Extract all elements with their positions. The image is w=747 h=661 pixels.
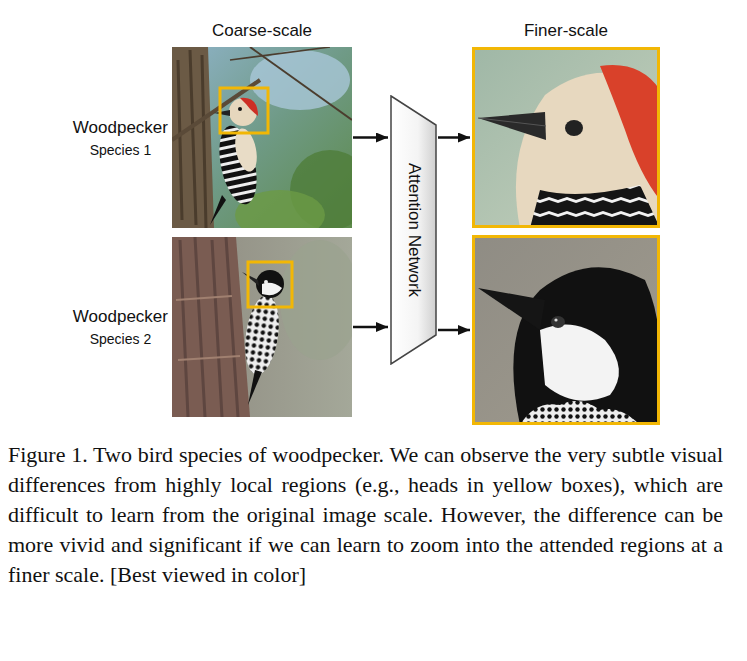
class-name: Woodpecker: [73, 116, 168, 140]
flow-arrow: [438, 329, 470, 332]
flow-arrow: [353, 326, 388, 329]
species-label: WoodpeckerSpecies 1: [73, 116, 168, 160]
column-heading: Finer-scale: [524, 21, 608, 41]
species-name: Species 1: [73, 140, 168, 160]
image-panel: [472, 235, 660, 425]
image-panel: WoodpeckerSpecies 1: [172, 47, 352, 228]
column-heading: Coarse-scale: [212, 21, 312, 41]
network-name: Attention Network: [404, 163, 424, 297]
image-panel: [472, 47, 660, 228]
network-block: Attention Network: [390, 95, 437, 365]
trapezoid-outline: [391, 96, 436, 364]
species-name: Species 2: [73, 329, 168, 349]
image-panel: WoodpeckerSpecies 2: [172, 237, 352, 417]
flow-arrow: [438, 136, 470, 139]
figure-caption: Figure 1. Two bird species of woodpecker…: [8, 440, 723, 590]
flow-arrow: [353, 136, 388, 139]
class-name: Woodpecker: [73, 305, 168, 329]
species-label: WoodpeckerSpecies 2: [73, 305, 168, 349]
